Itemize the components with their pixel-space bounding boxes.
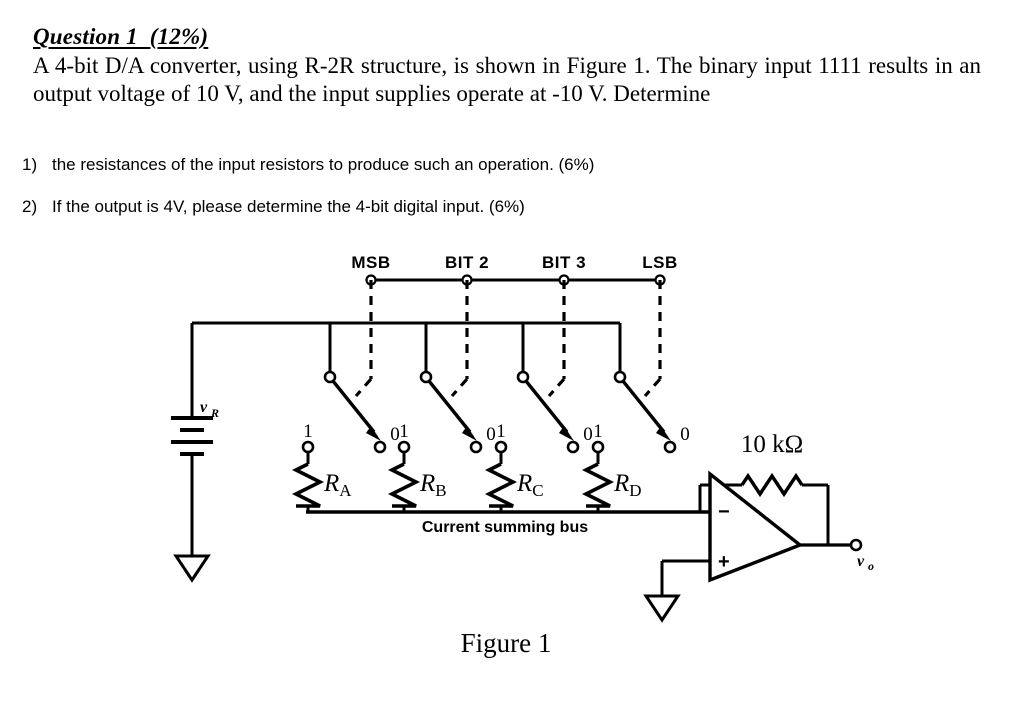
switch-lsb-label-zero: 0 [680, 424, 690, 445]
resistor-rc-label: RC [516, 470, 544, 500]
question-part-2-number: 2) [22, 197, 38, 216]
label-bit2: BIT 2 [445, 253, 489, 272]
opamp-noninverting-ground-wire [660, 559, 710, 596]
label-vr-subscript: R [210, 406, 219, 420]
opamp-output-wire [800, 538, 863, 552]
question-part-2-text: If the output is 4V, please determine th… [52, 197, 525, 216]
output-terminal[interactable] [849, 538, 863, 552]
label-lsb: LSB [642, 253, 678, 272]
resistor-rb-label: RB [419, 470, 447, 500]
figure-caption: Figure 1 [460, 628, 552, 658]
label-vo: v [857, 553, 865, 570]
switch-bit3-label-zero: 0 [583, 424, 593, 445]
label-vr: v [200, 399, 208, 416]
switch-msb-label-zero: 0 [390, 424, 400, 445]
resistor-rd-label: RD [613, 470, 642, 500]
switch-bit3[interactable]: 1 0 [494, 370, 593, 454]
figure-1: MSB BIT 2 BIT 3 LSB [0, 236, 1012, 708]
switch-bit2-label-one: 1 [399, 421, 409, 442]
ground-symbol-source [173, 554, 211, 583]
control-line-bit2 [450, 280, 469, 398]
r2r-dac-circuit-diagram: MSB BIT 2 BIT 3 LSB [171, 253, 874, 623]
resistor-ra-label: RA [323, 470, 352, 500]
switch-bit2[interactable]: 1 0 [397, 370, 496, 454]
control-line-bit3 [547, 280, 566, 398]
question-part-1: 1) the resistances of the input resistors… [22, 155, 594, 175]
switch-lsb[interactable]: 1 0 [591, 370, 690, 454]
opamp [708, 470, 804, 583]
current-summing-bus-label: Current summing bus [422, 519, 588, 536]
reference-supply-rail [190, 321, 622, 418]
label-bit3: BIT 3 [542, 253, 586, 272]
feedback-resistor-label: 10 kΩ [741, 431, 803, 458]
switch-bit2-label-zero: 0 [486, 424, 496, 445]
switch-msb-label-one: 1 [303, 421, 313, 442]
resistor-ra [291, 452, 325, 512]
resistor-rb [387, 452, 421, 512]
reference-voltage-source [171, 416, 213, 556]
label-vo-subscript: o [868, 559, 874, 573]
opamp-body [708, 470, 804, 583]
opamp-noninverting-input-label: + [718, 551, 730, 573]
switch-msb[interactable]: 1 0 [301, 370, 400, 454]
ground-symbol-opamp [643, 594, 681, 623]
resistor-rc [484, 452, 518, 512]
question-part-1-number: 1) [22, 155, 38, 174]
switch-lsb-label-one: 1 [593, 421, 603, 442]
question-body-text: A 4-bit D/A converter, using R-2R struct… [33, 53, 981, 106]
control-line-msb [354, 280, 373, 398]
label-msb: MSB [351, 253, 390, 272]
question-part-1-text: the resistances of the input resistors t… [52, 155, 595, 174]
switch-bit3-label-one: 1 [496, 421, 506, 442]
resistor-rd [581, 452, 615, 512]
opamp-inverting-input-label: − [718, 501, 730, 523]
question-heading: Question 1 (12%) [33, 24, 209, 49]
question-part-2: 2) If the output is 4V, please determine … [22, 197, 525, 217]
control-line-lsb [643, 280, 662, 398]
